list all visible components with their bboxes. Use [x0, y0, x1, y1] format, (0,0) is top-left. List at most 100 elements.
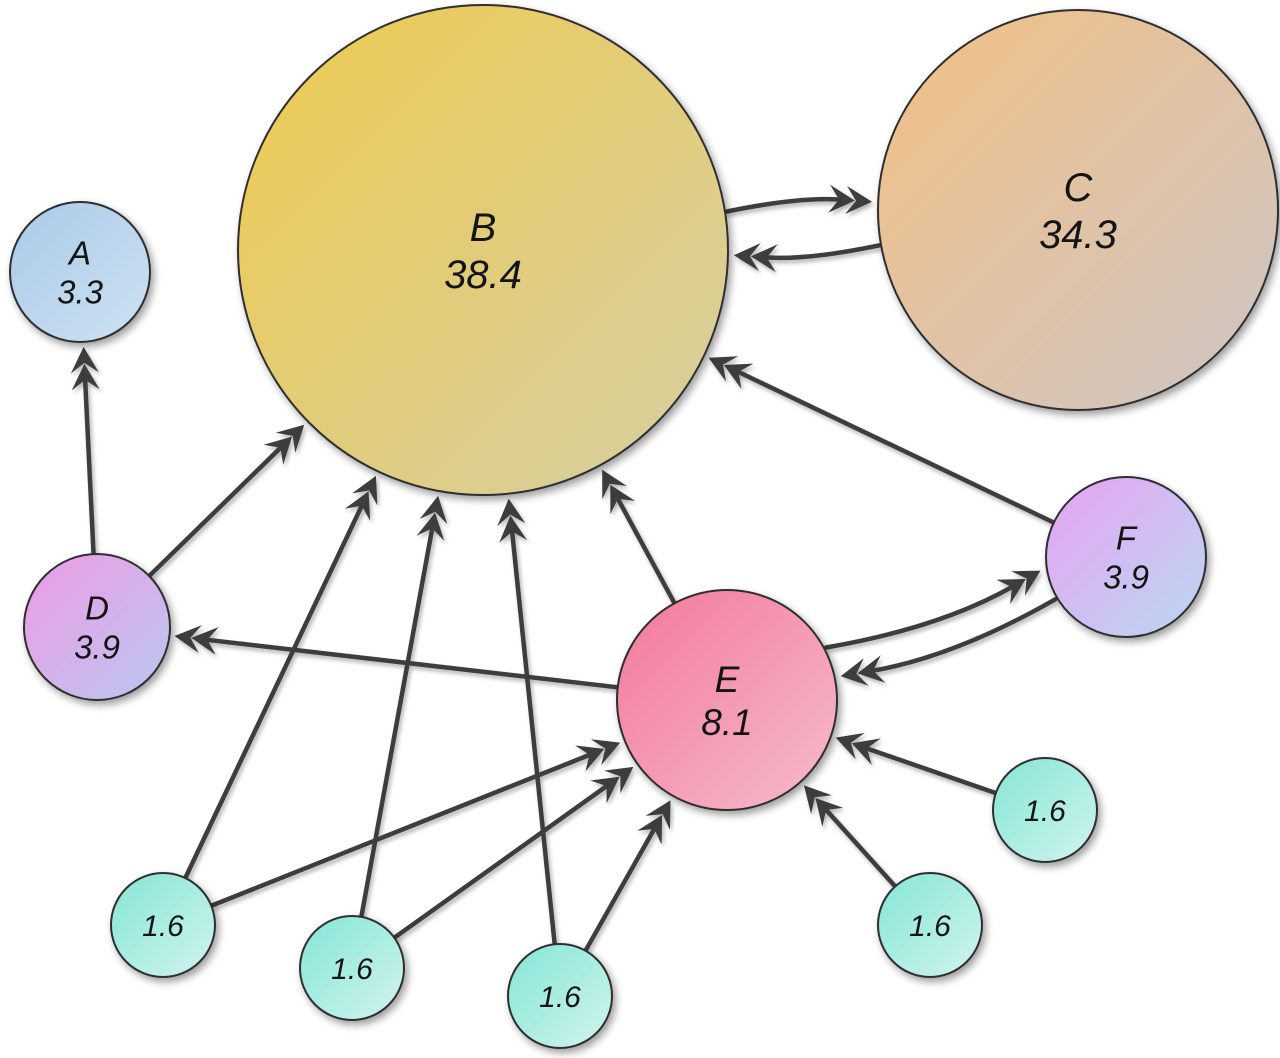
node-B: B38.4	[237, 4, 729, 496]
node-K-value: 1.6	[1024, 795, 1066, 828]
arrowhead-icon	[857, 655, 886, 683]
edge-line	[823, 806, 897, 888]
node-D-value: 3.9	[74, 628, 120, 665]
arrowhead-icon	[499, 515, 527, 543]
arrowhead-icon	[575, 745, 605, 772]
arrowhead-icon	[419, 495, 448, 524]
node-circle-K	[992, 757, 1098, 863]
arrowhead-icon	[352, 475, 378, 506]
edge-K-to-E	[835, 732, 998, 795]
edge-line	[863, 745, 998, 795]
arrowhead-icon	[723, 363, 754, 389]
node-C-value: 34.3	[1039, 213, 1117, 257]
edge-line	[209, 752, 593, 908]
arrowhead-icon	[590, 776, 620, 804]
arrowhead-icon	[708, 356, 739, 382]
edge-line	[583, 825, 658, 953]
node-G: 1.6	[110, 872, 216, 978]
edge-line	[392, 783, 610, 940]
arrowhead-icon	[497, 498, 526, 526]
arrowhead-icon	[845, 186, 872, 214]
node-B-value: 38.4	[444, 253, 522, 297]
arrowhead-icon	[637, 815, 663, 845]
edge-line	[509, 528, 557, 946]
edge-G-to-B	[183, 475, 378, 880]
arrowhead-icon	[275, 424, 305, 453]
node-circle-G	[110, 872, 216, 978]
edge-line	[183, 502, 365, 880]
node-A: A3.3	[9, 201, 151, 343]
arrowhead-icon	[604, 766, 634, 794]
node-H-value: 1.6	[331, 953, 373, 986]
arrowhead-icon	[996, 579, 1026, 605]
node-A-value: 3.3	[57, 273, 104, 310]
edge-line	[615, 495, 677, 605]
edge-I-to-E	[583, 800, 671, 953]
node-K: 1.6	[992, 757, 1098, 863]
edge-D-to-B	[147, 424, 305, 578]
arrowhead-icon	[815, 798, 844, 827]
arrowhead-icon	[174, 625, 202, 653]
arrowhead-icon	[840, 658, 869, 686]
node-F-label: F	[1116, 520, 1138, 557]
arrowhead-icon	[645, 800, 671, 830]
edge-line	[763, 243, 882, 261]
node-circle-E	[616, 589, 838, 811]
arrowhead-icon	[1011, 570, 1041, 596]
edge-H-to-B	[359, 495, 448, 919]
arrowhead-icon	[344, 491, 371, 521]
node-circle-H	[299, 915, 405, 1021]
node-C: C34.3	[877, 9, 1279, 411]
edge-C-to-B	[733, 243, 882, 273]
arrowhead-icon	[416, 512, 445, 541]
node-J: 1.6	[877, 872, 983, 978]
node-circle-C	[877, 9, 1279, 411]
arrowhead-icon	[191, 627, 219, 655]
edge-line	[823, 584, 1016, 650]
edge-F-to-E	[840, 597, 1058, 686]
node-circle-B	[237, 4, 729, 496]
arrowhead-icon	[804, 785, 832, 815]
node-I-value: 1.6	[539, 981, 581, 1014]
edge-line	[735, 369, 1056, 525]
edge-J-to-E	[804, 785, 897, 888]
arrowhead-icon	[733, 243, 761, 271]
node-circle-I	[507, 943, 613, 1049]
arrowhead-icon	[71, 363, 100, 391]
node-circle-F	[1045, 476, 1207, 638]
arrowhead-icon	[590, 739, 621, 766]
node-E-label: E	[715, 659, 741, 700]
edge-line	[724, 196, 843, 214]
node-F: F3.9	[1045, 476, 1207, 638]
arrowhead-icon	[750, 244, 778, 273]
node-C-label: C	[1064, 166, 1094, 210]
arrowhead-icon	[835, 732, 865, 760]
node-D: D3.9	[23, 553, 171, 701]
arrowhead-icon	[828, 184, 855, 213]
edge-E-to-B	[602, 469, 677, 605]
node-E: E8.1	[616, 589, 838, 811]
arrowhead-icon	[70, 346, 99, 374]
arrowhead-icon	[602, 469, 627, 500]
node-B-label: B	[470, 206, 497, 250]
edge-H-to-E	[392, 766, 634, 940]
edge-B-to-C	[724, 184, 872, 214]
node-J-value: 1.6	[909, 910, 951, 943]
arrowhead-icon	[851, 738, 881, 765]
arrowhead-icon	[263, 436, 292, 465]
edge-line	[359, 525, 435, 919]
edge-line	[869, 597, 1058, 674]
edge-line	[82, 376, 96, 556]
node-A-label: A	[67, 235, 91, 272]
edge-I-to-B	[497, 498, 557, 946]
nodes-layer: A3.3B38.4C34.3D3.9E8.1F3.91.61.61.61.61.…	[9, 4, 1279, 1049]
edge-E-to-F	[823, 570, 1041, 650]
edge-E-to-D	[174, 625, 619, 690]
node-D-label: D	[85, 590, 109, 627]
node-E-value: 8.1	[701, 702, 752, 743]
node-G-value: 1.6	[142, 910, 184, 943]
edges-layer	[70, 184, 1058, 953]
edge-G-to-E	[209, 739, 621, 908]
